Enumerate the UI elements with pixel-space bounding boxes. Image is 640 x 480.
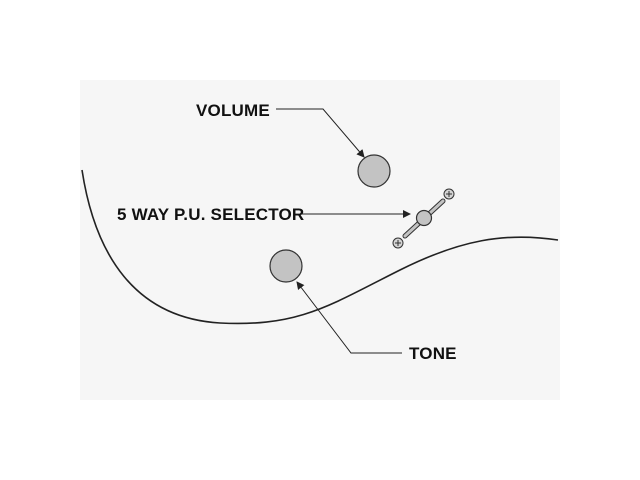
diagram-panel [80,80,560,400]
tone-leader-line [296,281,402,354]
tone-label: TONE [409,344,457,363]
body-outline [81,169,559,325]
volume-knob-icon [357,154,391,188]
selector-switch-icon [402,198,446,239]
volume-leader-line [276,108,365,158]
tone-knob-icon [269,249,303,283]
volume-label: VOLUME [196,101,270,120]
screw-icon-top [443,188,455,200]
screw-icon-bottom [392,237,404,249]
selector-label: 5 WAY P.U. SELECTOR [117,205,304,224]
